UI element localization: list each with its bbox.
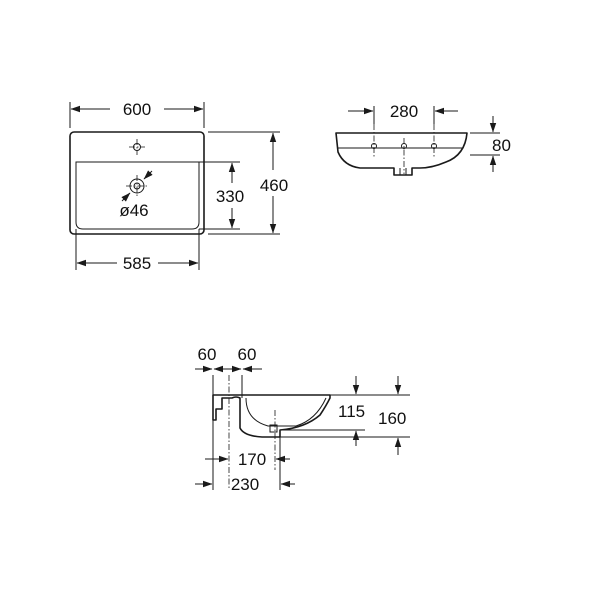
top-view: 600 585 330 460 ø46 — [69, 100, 288, 273]
inner-width-label: 585 — [123, 254, 151, 273]
drain-projection-label: 170 — [238, 450, 266, 469]
total-projection-label: 230 — [231, 475, 259, 494]
bowl-outline — [75, 161, 200, 230]
side-view: 60 60 170 230 115 160 — [195, 345, 410, 494]
basin-front-outline — [335, 132, 468, 176]
offset-b-label: 60 — [238, 345, 257, 364]
overall-height-label: 160 — [378, 409, 406, 428]
drain-hole — [121, 170, 153, 202]
overall-width-label: 600 — [123, 100, 151, 119]
overall-depth-label: 460 — [260, 176, 288, 195]
height-label: 80 — [492, 136, 511, 155]
front-view: 280 80 — [335, 102, 511, 176]
bowl-height-label: 115 — [338, 402, 365, 421]
bowl-depth-label: 330 — [216, 187, 244, 206]
basin-side-outline — [212, 394, 331, 438]
tap-spacing-label: 280 — [390, 102, 418, 121]
drain-diameter-label: ø46 — [119, 201, 148, 220]
tap-holes — [371, 124, 437, 174]
offset-a-label: 60 — [198, 345, 217, 364]
basin-outer-outline — [69, 131, 205, 235]
